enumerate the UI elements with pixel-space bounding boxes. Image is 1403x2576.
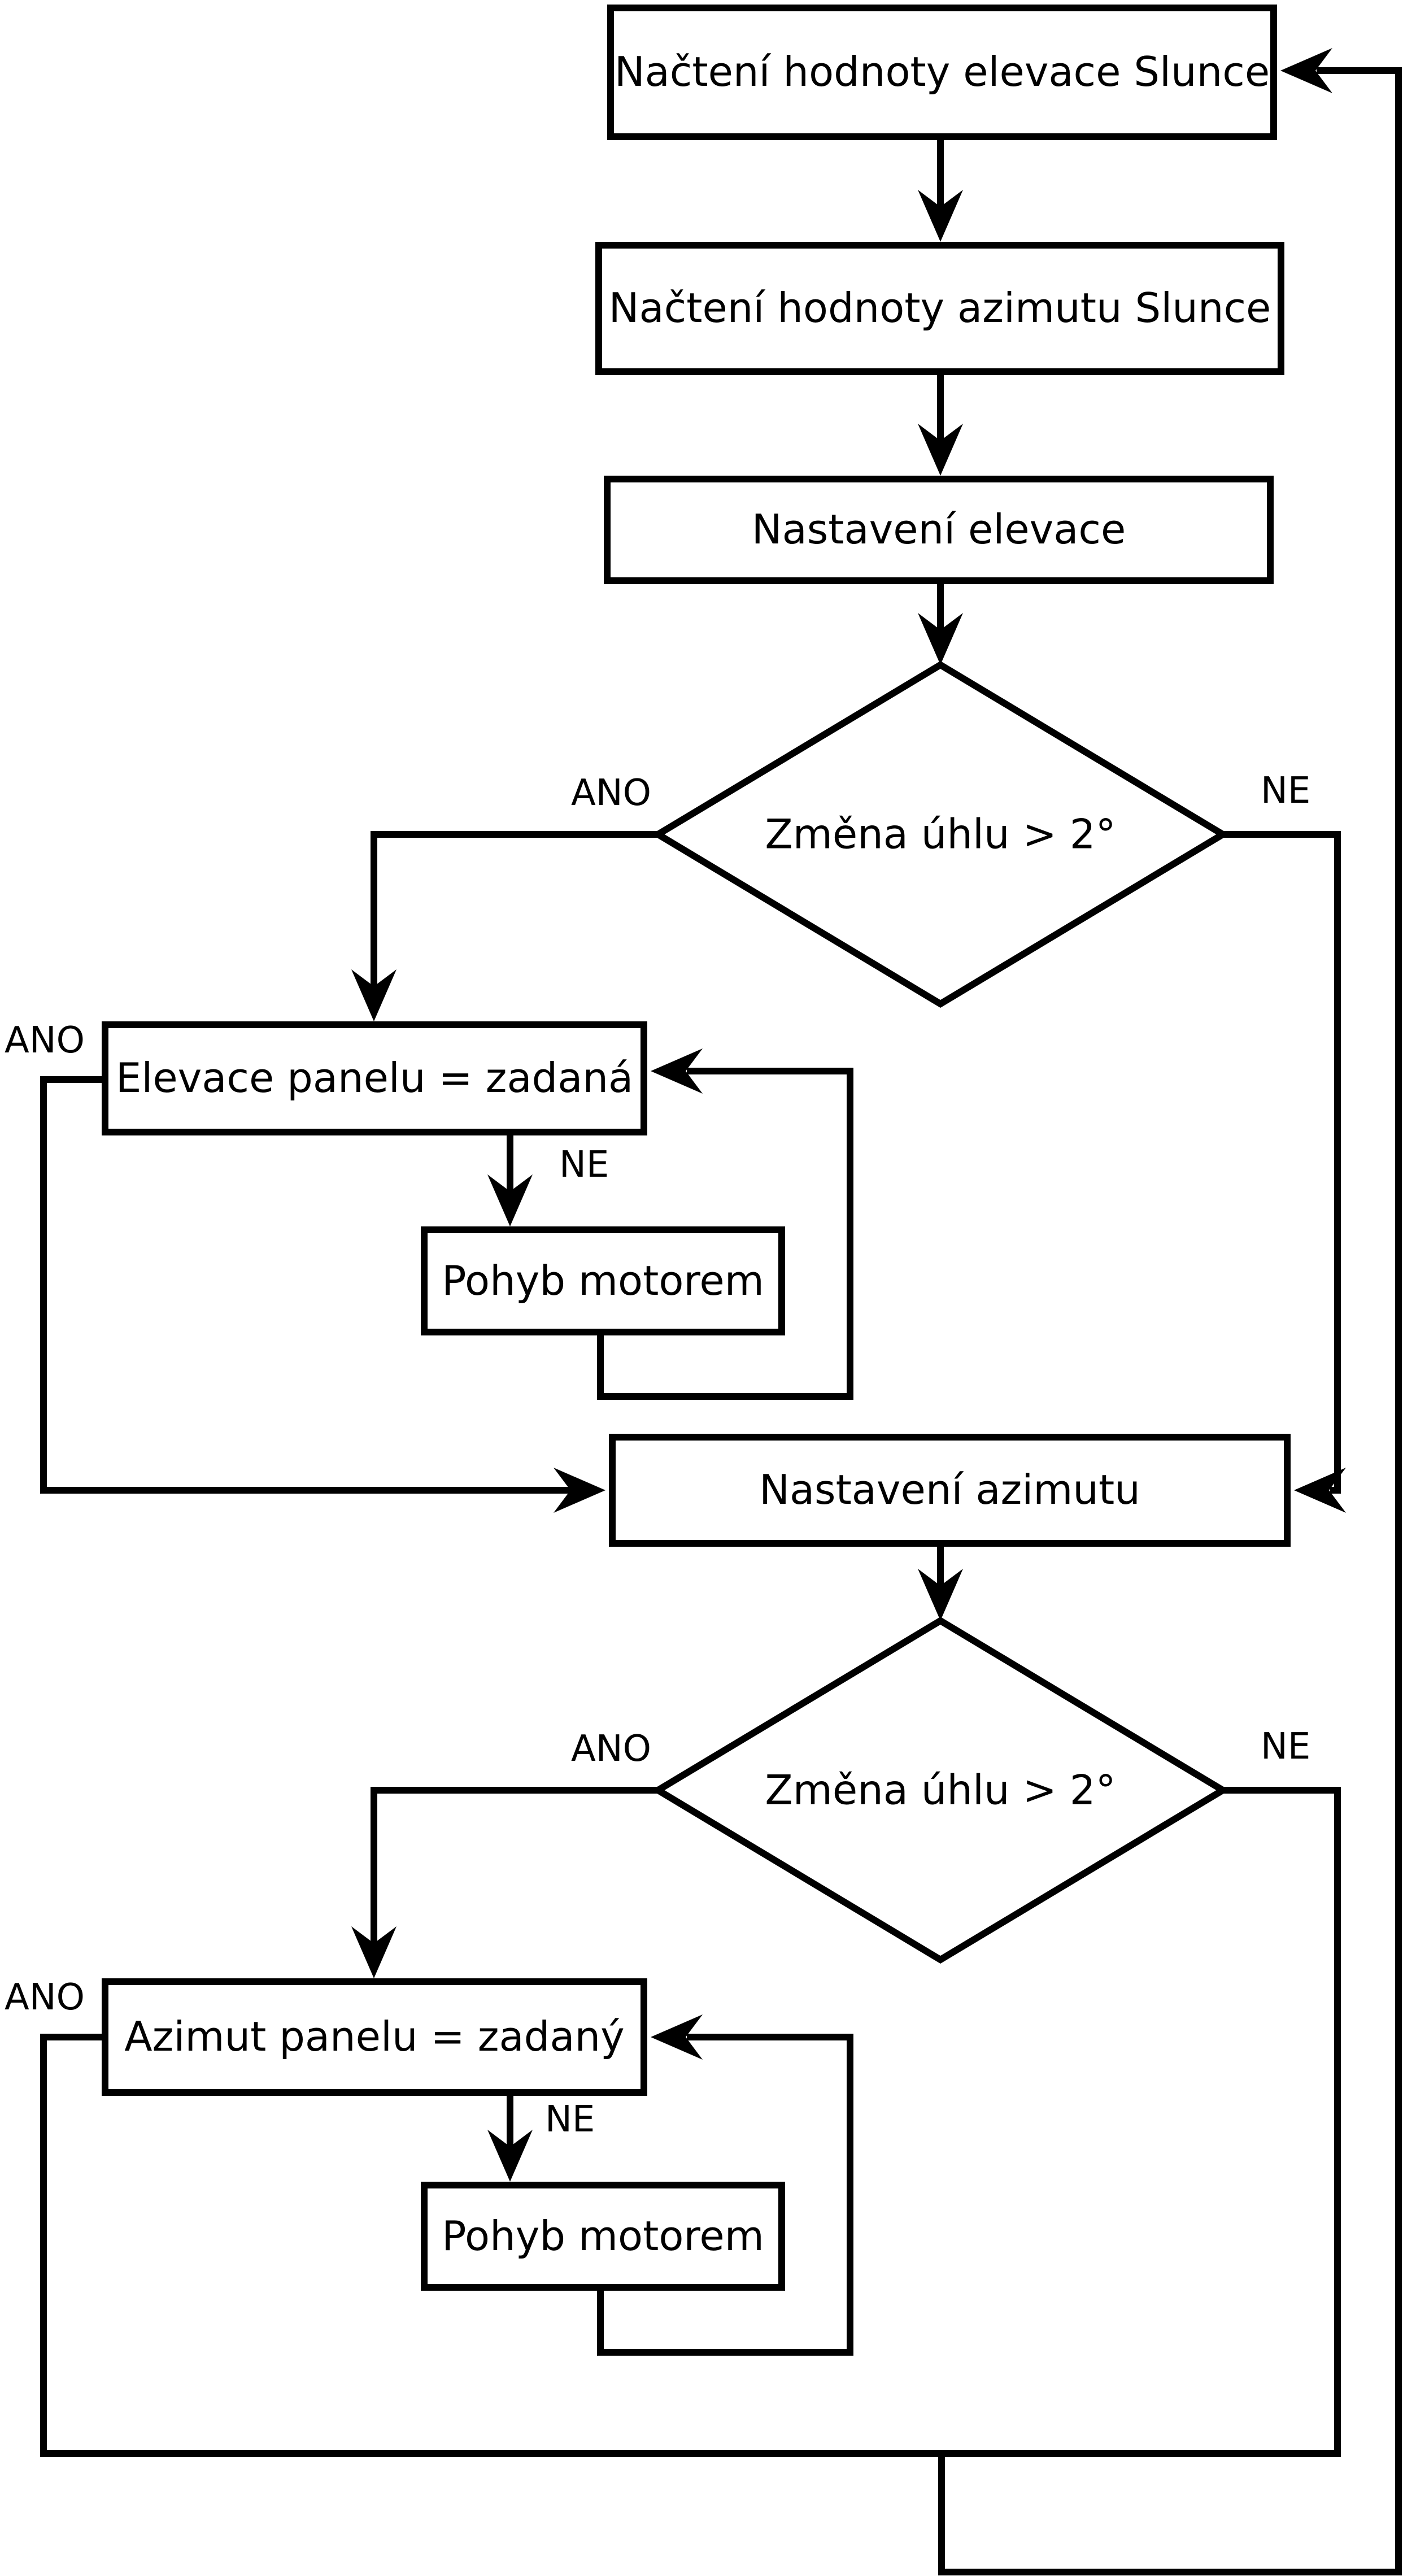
flow-line-decision-azimuth-yes — [371, 1787, 658, 1947]
process-box-read-elevation: Načtení hodnoty elevace Slunce — [607, 5, 1277, 140]
arrowhead-into-motor-azimuth — [487, 2130, 533, 2182]
flow-line-motor-azimuth-loop — [597, 2034, 853, 2356]
edge-label-decision-azimuth-no: NE — [1261, 1726, 1311, 1768]
process-box-azimuth-equal: Azimut panelu = zadaný — [102, 1978, 647, 2096]
edge-label-azimuth-equal-no: NE — [545, 2099, 595, 2140]
arrowhead-into-azimuth-equal-top — [351, 1926, 396, 1978]
motor-move-elevation-label: Pohyb motorem — [442, 1256, 764, 1304]
azimuth-equal-label: Azimut panelu = zadaný — [124, 2013, 625, 2061]
edge-label-decision-elevation-no: NE — [1261, 770, 1311, 812]
motor-move-azimuth-label: Pohyb motorem — [442, 2212, 764, 2260]
set-azimuth-label: Nastavení azimutu — [759, 1466, 1140, 1514]
flow-line-decision-azimuth-no — [1223, 1787, 1341, 2453]
process-box-motor-move-elevation: Pohyb motorem — [421, 1226, 785, 1335]
edge-label-azimuth-equal-yes: ANO — [5, 1977, 85, 2018]
arrowhead-into-decision-azimuth — [918, 1569, 963, 1621]
arrowhead-into-set-azimuth-left — [554, 1468, 605, 1513]
process-box-set-azimuth: Nastavení azimutu — [609, 1434, 1291, 1547]
arrowhead-into-azimuth-equal-right — [651, 2014, 703, 2060]
arrowhead-into-set-elevation — [918, 424, 963, 476]
process-box-set-elevation: Nastavení elevace — [604, 476, 1274, 584]
read-elevation-label: Načtení hodnoty elevace Slunce — [614, 48, 1270, 96]
process-box-read-azimuth: Načtení hodnoty azimutu Slunce — [595, 242, 1284, 375]
decision-diamond-elevation-shape — [651, 661, 1230, 1008]
flow-line-motor-elevation-loop — [597, 1068, 853, 1400]
flow-line-decision-elevation-yes — [371, 831, 658, 990]
arrowhead-into-decision-elevation — [918, 613, 963, 665]
arrowhead-into-motor-elevation — [487, 1174, 533, 1226]
arrowhead-into-set-azimuth-right — [1294, 1468, 1346, 1513]
edge-label-elevation-equal-no: NE — [559, 1144, 609, 1186]
decision-elevation-label: Změna úhlu > 2° — [765, 810, 1116, 858]
arrowhead-into-read-azimuth — [918, 190, 963, 242]
read-azimuth-label: Načtení hodnoty azimutu Slunce — [608, 284, 1271, 332]
set-elevation-label: Nastavení elevace — [751, 506, 1126, 554]
process-box-elevation-equal: Elevace panelu = zadaná — [102, 1021, 647, 1135]
flow-line-return-to-start — [938, 67, 1402, 2575]
arrowhead-into-elevation-equal-right — [651, 1048, 703, 1094]
decision-azimuth-label: Změna úhlu > 2° — [765, 1766, 1116, 1814]
edge-label-decision-elevation-yes: ANO — [570, 772, 651, 814]
flow-line-azimuth-equal-yes-bottom — [40, 2034, 1341, 2457]
edge-label-elevation-equal-yes: ANO — [5, 1020, 85, 1061]
flow-line-decision-elevation-no — [1223, 831, 1341, 1494]
edge-label-decision-azimuth-yes: ANO — [570, 1728, 651, 1770]
elevation-equal-label: Elevace panelu = zadaná — [115, 1054, 634, 1102]
arrowhead-into-elevation-equal-top — [351, 969, 396, 1021]
process-box-motor-move-azimuth: Pohyb motorem — [421, 2182, 785, 2291]
decision-diamond-azimuth-shape — [651, 1617, 1230, 1964]
flow-line-elevation-equal-yes-to-set-azimuth — [40, 1076, 573, 1494]
arrowhead-into-read-elevation — [1280, 48, 1332, 93]
